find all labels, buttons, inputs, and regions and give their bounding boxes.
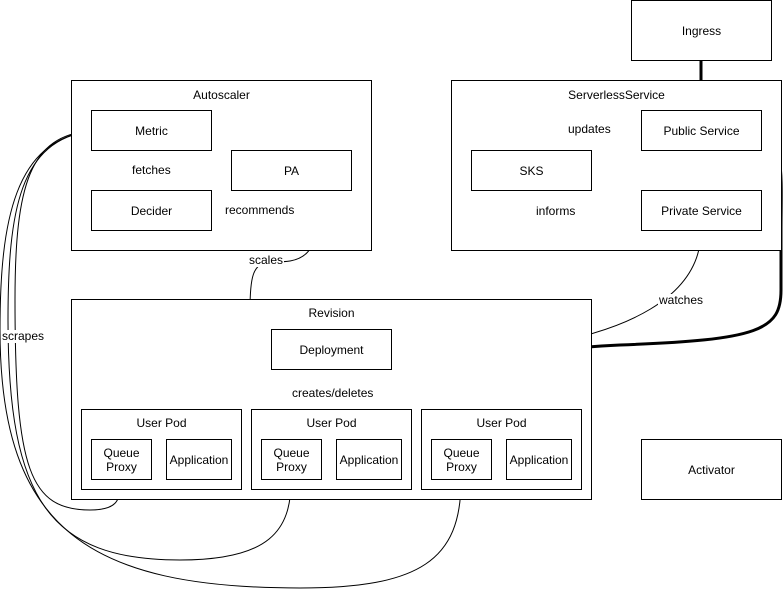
edge-label-scrapes: scrapes bbox=[1, 329, 46, 343]
application-node[interactable]: Application bbox=[166, 439, 232, 480]
user-pod-title: User Pod bbox=[136, 416, 187, 430]
activator-label: Activator bbox=[688, 462, 735, 477]
edge-label-fetches: fetches bbox=[131, 163, 172, 177]
private-service-label: Private Service bbox=[661, 203, 742, 218]
edge-label-updates: updates bbox=[567, 122, 612, 136]
pa-label: PA bbox=[283, 163, 300, 178]
queue-proxy-label: Queue Proxy bbox=[443, 445, 480, 474]
application-label: Application bbox=[339, 452, 399, 467]
edge-label-recommends: recommends bbox=[224, 203, 296, 217]
edge-scrape-pod-3 bbox=[0, 130, 465, 589]
decider-label: Decider bbox=[130, 203, 173, 218]
user-pod-title: User Pod bbox=[476, 416, 527, 430]
queue-proxy-node[interactable]: Queue Proxy bbox=[261, 439, 322, 480]
ingress-label: Ingress bbox=[681, 23, 722, 38]
queue-proxy-label: Queue Proxy bbox=[103, 445, 140, 474]
application-node[interactable]: Application bbox=[506, 439, 572, 480]
user-pod-title: User Pod bbox=[306, 416, 357, 430]
metric-node[interactable]: Metric bbox=[91, 110, 212, 151]
private-service-node[interactable]: Private Service bbox=[641, 190, 762, 231]
queue-proxy-node[interactable]: Queue Proxy bbox=[431, 439, 492, 480]
public-service-node[interactable]: Public Service bbox=[641, 110, 762, 151]
application-label: Application bbox=[509, 452, 569, 467]
ingress-node[interactable]: Ingress bbox=[631, 0, 772, 61]
deployment-node[interactable]: Deployment bbox=[271, 329, 392, 370]
edge-label-watches: watches bbox=[658, 293, 705, 307]
metric-label: Metric bbox=[135, 123, 168, 138]
activator-node[interactable]: Activator bbox=[641, 439, 782, 500]
sks-node[interactable]: SKS bbox=[471, 150, 592, 191]
decider-node[interactable]: Decider bbox=[91, 190, 212, 231]
deployment-label: Deployment bbox=[299, 342, 364, 357]
pa-node[interactable]: PA bbox=[231, 150, 352, 191]
queue-proxy-node[interactable]: Queue Proxy bbox=[91, 439, 152, 480]
revision-title: Revision bbox=[308, 306, 355, 320]
queue-proxy-label: Queue Proxy bbox=[273, 445, 310, 474]
application-node[interactable]: Application bbox=[336, 439, 402, 480]
edge-label-scales: scales bbox=[248, 253, 285, 267]
edge-label-creates-deletes: creates/deletes bbox=[291, 386, 375, 400]
edge-scrape-pod-2 bbox=[7, 130, 295, 561]
sks-label: SKS bbox=[519, 163, 544, 178]
edge-label-informs: informs bbox=[535, 204, 577, 218]
autoscaler-title: Autoscaler bbox=[193, 88, 250, 102]
public-service-label: Public Service bbox=[663, 123, 740, 138]
serverless-service-title: ServerlessService bbox=[568, 88, 665, 102]
application-label: Application bbox=[169, 452, 229, 467]
